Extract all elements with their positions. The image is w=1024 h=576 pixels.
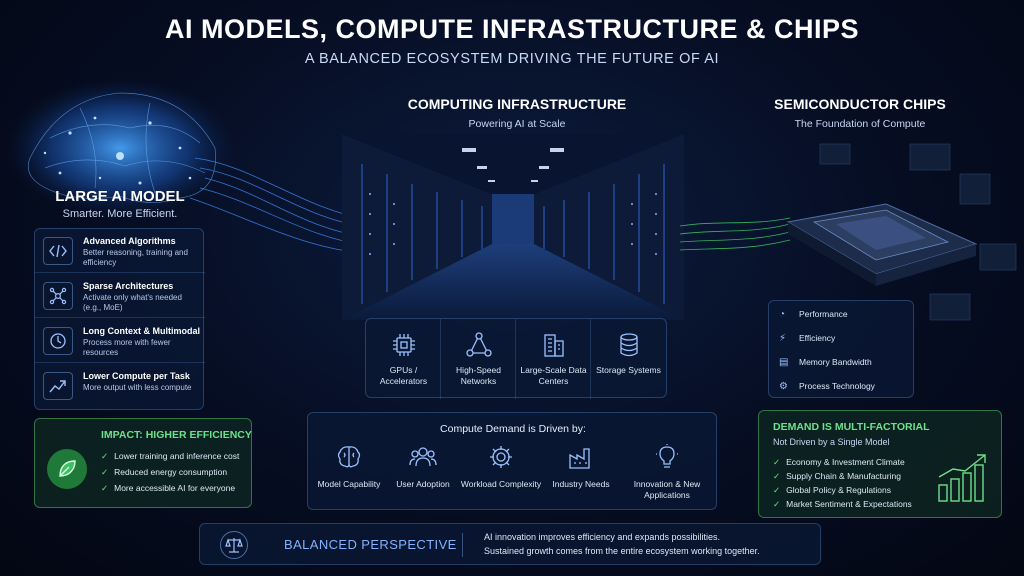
multi-factorial-subtitle: Not Driven by a Single Model <box>773 437 890 447</box>
check-icon: ✓ <box>773 471 781 481</box>
driver-label: User Adoption <box>396 479 450 489</box>
compute-subtitle: Powering AI at Scale <box>468 118 566 130</box>
factor-item: ✓Economy & Investment Climate <box>773 457 905 467</box>
impact-item: ✓More accessible AI for everyone <box>101 483 236 493</box>
driver-label: Model Capability <box>317 479 381 489</box>
feature-item: Advanced Algorithms Better reasoning, tr… <box>35 229 205 273</box>
factor-item: ✓Global Policy & Regulations <box>773 485 892 495</box>
check-icon: ✓ <box>101 483 109 493</box>
impact-title: IMPACT: HIGHER EFFICIENCY <box>101 429 252 441</box>
driver-label: Workload Complexity <box>460 479 542 489</box>
trend-up-icon <box>43 372 73 400</box>
network-nodes-icon <box>43 282 73 310</box>
check-icon: ✓ <box>101 467 109 477</box>
balanced-perspective-line-2: Sustained growth comes from the entire e… <box>484 546 760 556</box>
chips-subtitle: The Foundation of Compute <box>794 118 926 130</box>
feature-title: Advanced Algorithms <box>83 236 176 246</box>
balanced-perspective-line-1: AI innovation improves efficiency and ex… <box>484 532 720 542</box>
database-icon <box>620 333 638 357</box>
chip-metrics-panel: ◔Performance ⚡Efficiency ▤Memory Bandwid… <box>768 300 914 398</box>
impact-item: ✓Lower training and inference cost <box>101 451 240 461</box>
data-center-illustration <box>342 134 684 320</box>
feature-item: Sparse Architectures Activate only what'… <box>35 274 205 318</box>
check-icon: ✓ <box>773 499 781 509</box>
chips-title: SEMICONDUCTOR CHIPS <box>774 96 946 112</box>
memory-icon: ▤ <box>779 357 789 368</box>
page-title: AI MODELS, COMPUTE INFRASTRUCTURE & CHIP… <box>164 14 859 44</box>
network-icon <box>466 332 492 357</box>
compute-demand-title: Compute Demand is Driven by: <box>440 423 586 435</box>
scale-icon <box>220 531 248 559</box>
feature-desc: Activate only what's needed (e.g., MoE) <box>83 293 182 312</box>
page-subtitle: A BALANCED ECOSYSTEM DRIVING THE FUTURE … <box>304 51 720 67</box>
feature-desc: Process more with fewer resources <box>83 338 171 357</box>
driver-label: Industry Needs <box>552 479 610 489</box>
driver-model-capability: Model Capability <box>308 443 390 490</box>
component-data-centers: Large-Scale Data Centers <box>516 319 591 399</box>
compute-title: COMPUTING INFRASTRUCTURE <box>407 96 627 112</box>
driver-innovation: Innovation & New Applications <box>626 443 708 501</box>
compute-demand-panel: Compute Demand is Driven by: Model Capab… <box>307 412 717 510</box>
component-label: High-Speed Networks <box>456 365 501 386</box>
component-networks: High-Speed Networks <box>441 319 516 399</box>
factor-item: ✓Market Sentiment & Expectations <box>773 499 912 509</box>
lightbulb-icon <box>656 444 678 468</box>
brain-icon <box>337 446 361 468</box>
check-icon: ✓ <box>773 457 781 467</box>
multi-factorial-demand-panel: DEMAND IS MULTI-FACTORIAL Not Driven by … <box>758 410 1002 518</box>
leaf-icon <box>47 449 87 489</box>
metric-performance: ◔Performance <box>779 309 848 320</box>
feature-title: Lower Compute per Task <box>83 371 190 381</box>
balanced-perspective-title: BALANCED PERSPECTIVE <box>284 537 457 552</box>
divider <box>462 533 463 557</box>
component-gpus: GPUs / Accelerators <box>366 319 441 399</box>
code-icon <box>43 237 73 265</box>
feature-item: Lower Compute per Task More output with … <box>35 364 205 408</box>
component-label: Large-Scale Data Centers <box>520 365 587 386</box>
infrastructure-components-panel: GPUs / Accelerators High-Speed Networks … <box>365 318 667 399</box>
driver-user-adoption: User Adoption <box>382 443 464 490</box>
metric-process-technology: ⚙Process Technology <box>779 381 875 392</box>
driver-industry-needs: Industry Needs <box>540 443 622 490</box>
driver-label: Innovation & New Applications <box>633 479 701 500</box>
process-gear-icon: ⚙ <box>779 381 788 392</box>
growth-chart-icon <box>938 454 986 502</box>
feature-item: Long Context & Multimodal Process more w… <box>35 319 205 363</box>
gauge-icon: ◔ <box>779 309 786 320</box>
multi-factorial-title: DEMAND IS MULTI-FACTORIAL <box>773 421 930 433</box>
check-icon: ✓ <box>773 485 781 495</box>
feature-title: Sparse Architectures <box>83 281 174 291</box>
metric-memory-bandwidth: ▤Memory Bandwidth <box>779 357 872 368</box>
building-icon <box>544 334 564 357</box>
large-model-subtitle: Smarter. More Efficient. <box>62 208 178 220</box>
gear-icon <box>490 446 512 468</box>
factory-icon <box>569 448 590 469</box>
factor-item: ✓Supply Chain & Manufacturing <box>773 471 901 481</box>
metric-efficiency: ⚡Efficiency <box>779 333 836 344</box>
component-label: GPUs / Accelerators <box>379 365 428 386</box>
bolt-icon: ⚡ <box>779 333 787 344</box>
feature-title: Long Context & Multimodal <box>83 326 200 336</box>
clock-icon <box>43 327 73 355</box>
balanced-perspective-banner: BALANCED PERSPECTIVE AI innovation impro… <box>199 523 821 565</box>
check-icon: ✓ <box>101 451 109 461</box>
users-icon <box>409 447 437 467</box>
feature-desc: More output with less compute <box>83 383 192 392</box>
impact-item: ✓Reduced energy consumption <box>101 467 228 477</box>
component-label: Storage Systems <box>596 365 661 375</box>
impact-panel: IMPACT: HIGHER EFFICIENCY ✓Lower trainin… <box>34 418 252 508</box>
large-model-features-panel: Advanced Algorithms Better reasoning, tr… <box>34 228 205 410</box>
feature-desc: Better reasoning, training and efficienc… <box>83 248 188 267</box>
chip-illustration <box>680 143 1017 321</box>
large-model-title: LARGE AI MODEL <box>55 188 185 205</box>
chip-icon <box>393 334 415 356</box>
driver-workload-complexity: Workload Complexity <box>460 443 542 490</box>
component-storage: Storage Systems <box>591 319 666 399</box>
